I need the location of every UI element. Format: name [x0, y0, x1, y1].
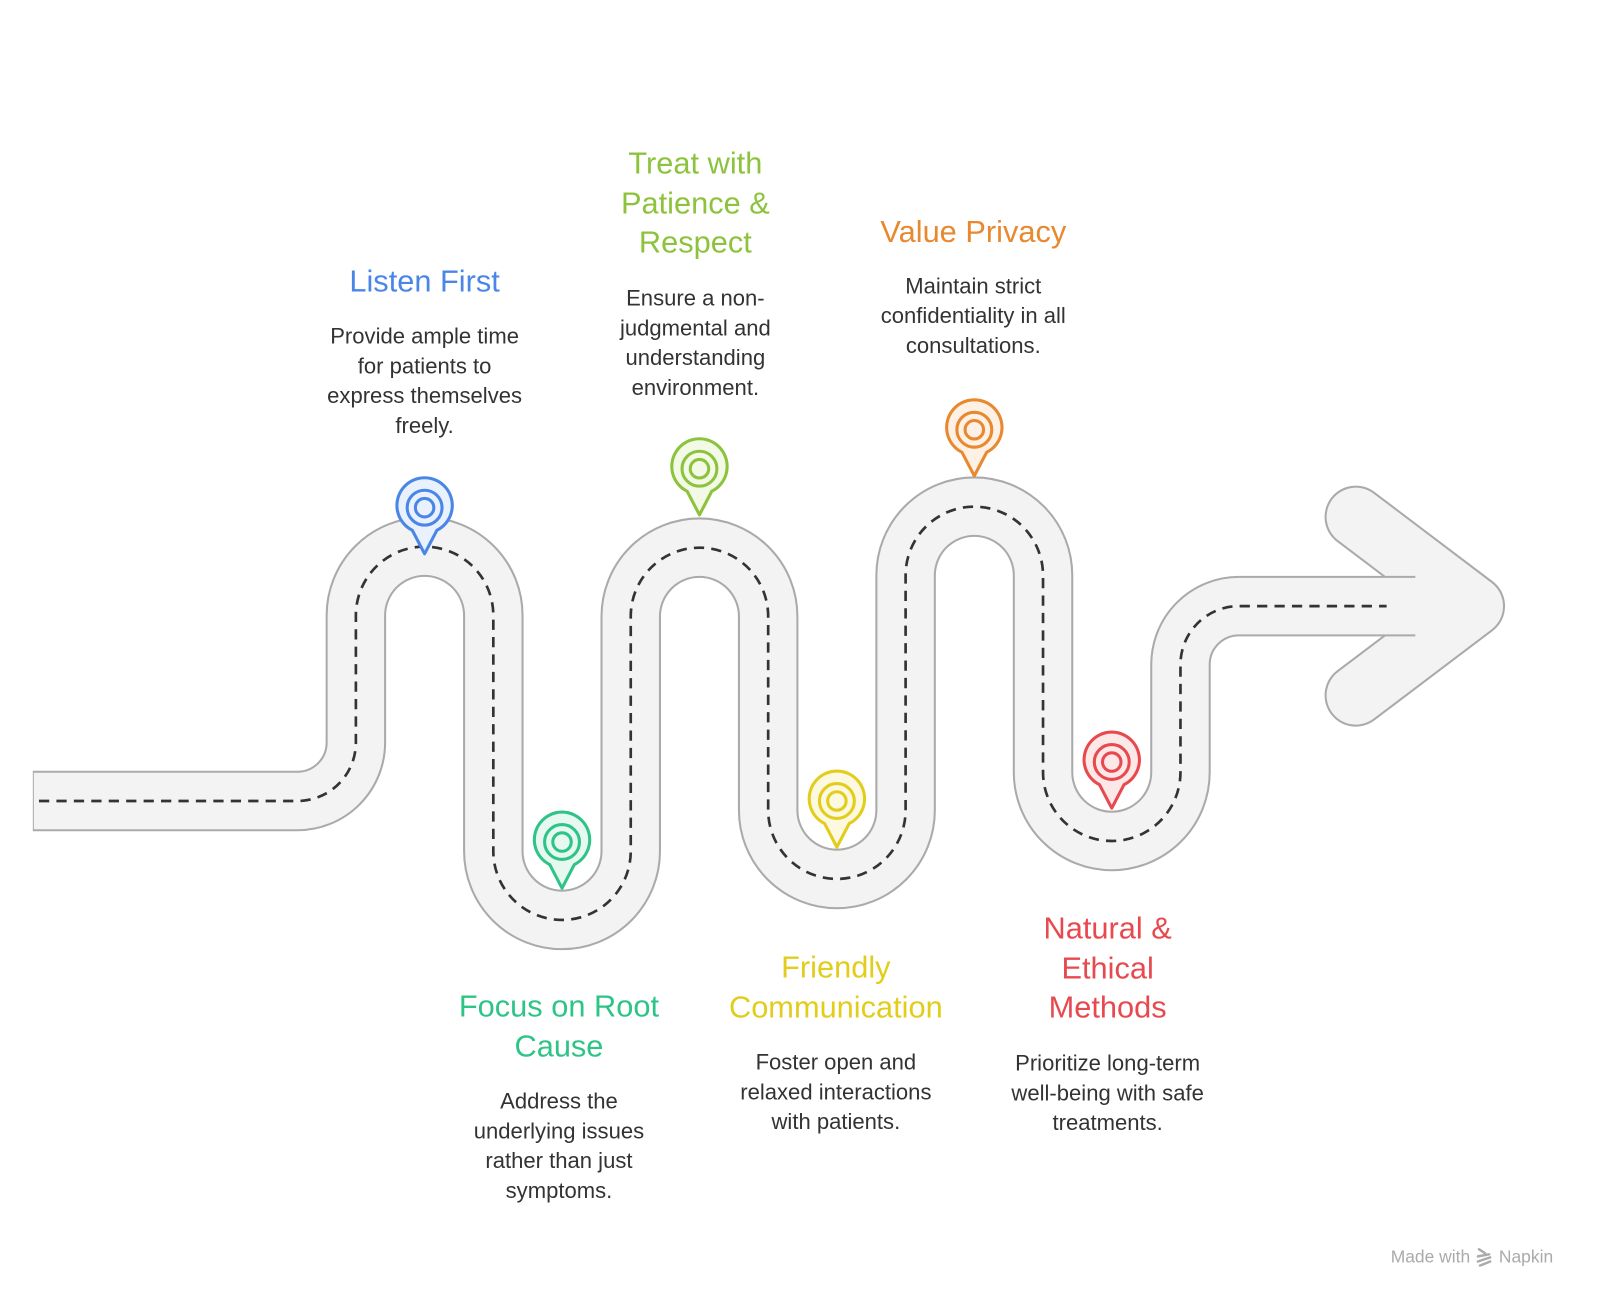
- step-description: Foster open and relaxed interactions with …: [682, 1048, 990, 1137]
- desc-line: treatments.: [1052, 1110, 1163, 1135]
- step-title: Listen First: [271, 263, 579, 302]
- location-pin-icon: [945, 398, 1004, 478]
- location-pin-icon: [1082, 730, 1141, 810]
- desc-line: relaxed interactions: [740, 1079, 932, 1105]
- location-pin-icon: [532, 810, 592, 890]
- desc-line: understanding: [625, 345, 766, 370]
- desc-line: Foster open and: [755, 1050, 917, 1075]
- desc-line: rather than just: [485, 1148, 633, 1174]
- arrow-head: [1324, 485, 1506, 727]
- title-line: Methods: [1048, 990, 1167, 1025]
- location-pin-icon: [670, 437, 729, 517]
- desc-line: Provide ample time: [330, 323, 519, 349]
- step-description: Address the underlying issues rather than …: [405, 1087, 713, 1206]
- step-description: Prioritize long-term well-being with safe…: [954, 1049, 1262, 1138]
- step-listen-first: Listen First Provide ample time for patie…: [271, 263, 579, 441]
- desc-line: symptoms.: [505, 1178, 613, 1204]
- title-line: Treat with: [628, 146, 763, 181]
- desc-line: environment.: [631, 374, 760, 400]
- watermark-made-with: Made with: [1390, 1247, 1471, 1267]
- watermark-brand: Napkin: [1498, 1247, 1554, 1267]
- title-line: Friendly: [781, 950, 891, 985]
- road: [32, 476, 1426, 951]
- desc-line: Maintain strict: [905, 273, 1042, 298]
- step-description: Provide ample time for patients to express…: [271, 322, 579, 441]
- step-description: Ensure a non-judgmental and understanding…: [542, 284, 850, 403]
- title-line: Patience &: [620, 186, 770, 220]
- title-line: Listen First: [349, 264, 500, 299]
- location-pin-icon: [395, 476, 454, 556]
- desc-line: with patients.: [771, 1109, 901, 1135]
- step-title: Value Privacy: [819, 213, 1127, 252]
- title-line: Focus on Root: [458, 989, 659, 1024]
- location-pin-icon: [807, 769, 867, 849]
- title-line: Cause: [514, 1029, 604, 1064]
- desc-line: for patients to: [357, 353, 492, 378]
- desc-line: Ensure a non-: [626, 285, 765, 311]
- title-line: Value Privacy: [880, 215, 1067, 250]
- road-center-dashes: [38, 505, 1387, 922]
- desc-line: judgmental and: [619, 315, 771, 340]
- watermark[interactable]: Made with Napkin: [1391, 1247, 1553, 1268]
- title-line: Communication: [728, 990, 943, 1025]
- desc-line: freely.: [395, 412, 454, 438]
- desc-line: Prioritize long-term: [1015, 1050, 1201, 1076]
- desc-line: confidentiality in all: [880, 303, 1066, 328]
- napkin-logo-icon: [1477, 1248, 1492, 1267]
- desc-line: express themselves: [327, 383, 523, 408]
- step-description: Maintain strict confidentiality in all con…: [819, 271, 1127, 360]
- desc-line: consultations.: [905, 332, 1041, 358]
- desc-line: well-being with safe: [1011, 1080, 1204, 1106]
- title-line: Respect: [638, 225, 752, 260]
- desc-line: underlying issues: [473, 1118, 645, 1144]
- desc-line: Address the: [500, 1089, 618, 1114]
- step-value-privacy: Value Privacy Maintain strict confidentia…: [819, 213, 1127, 360]
- title-line: Ethical: [1061, 951, 1154, 986]
- title-line: Natural &: [1043, 911, 1172, 946]
